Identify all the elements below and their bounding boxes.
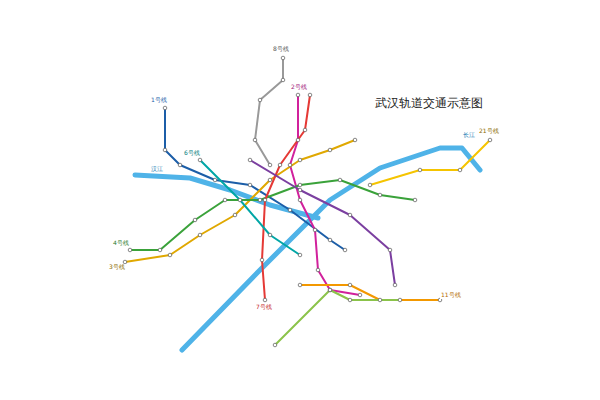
station-dot xyxy=(338,178,342,182)
station-dot xyxy=(328,148,332,152)
station-dot xyxy=(288,208,292,212)
station-dot xyxy=(388,248,392,252)
station-dot xyxy=(263,298,267,302)
line-label: 长江 xyxy=(462,132,476,139)
station-dot xyxy=(281,78,285,82)
station-dot xyxy=(198,233,202,237)
station-dot xyxy=(168,253,172,257)
station-dot xyxy=(296,93,300,97)
metro-line xyxy=(275,290,400,345)
metro-line xyxy=(370,140,490,185)
station-dot xyxy=(488,138,492,142)
station-dot xyxy=(298,183,302,187)
station-dot xyxy=(398,298,402,302)
metro-line xyxy=(165,108,345,250)
station-dot xyxy=(358,293,362,297)
station-dot xyxy=(298,158,302,162)
station-dot xyxy=(353,138,357,142)
station-dot xyxy=(163,106,167,110)
station-dot xyxy=(128,248,132,252)
station-dot xyxy=(418,168,422,172)
station-dot xyxy=(163,148,167,152)
station-dot xyxy=(278,163,282,167)
station-dot xyxy=(348,298,352,302)
station-dot xyxy=(260,258,264,262)
station-dot xyxy=(298,253,302,257)
line-label: 3号线 xyxy=(108,264,126,271)
station-dot xyxy=(393,283,397,287)
line-label: 4号线 xyxy=(112,240,130,247)
line-label: 汉江 xyxy=(150,166,164,173)
line-label: 8号线 xyxy=(272,46,290,53)
station-dot xyxy=(248,183,252,187)
station-dot xyxy=(233,213,237,217)
station-dot xyxy=(258,198,262,202)
line-label: 11号线 xyxy=(440,292,462,299)
line-label: 1号线 xyxy=(150,97,168,104)
line-label: 2号线 xyxy=(290,84,308,91)
metro-line xyxy=(255,58,283,165)
station-dot xyxy=(198,158,202,162)
station-dot xyxy=(268,178,272,182)
station-dot xyxy=(348,283,352,287)
station-dot xyxy=(296,138,300,142)
station-dot xyxy=(348,213,352,217)
station-dot xyxy=(248,158,252,162)
station-dot xyxy=(288,163,292,167)
station-dot xyxy=(328,238,332,242)
line-label: 7号线 xyxy=(255,304,273,311)
station-dot xyxy=(263,198,267,202)
station-dot xyxy=(368,183,372,187)
station-dot xyxy=(298,198,302,202)
station-dot xyxy=(378,193,382,197)
station-dot xyxy=(273,343,277,347)
station-dot xyxy=(313,228,317,232)
station-dot xyxy=(223,198,227,202)
station-dot xyxy=(281,56,285,60)
metro-line xyxy=(130,180,415,250)
station-dot xyxy=(328,288,332,292)
station-dot xyxy=(268,163,272,167)
station-dot xyxy=(178,163,182,167)
station-dot xyxy=(298,188,302,192)
metro-line xyxy=(250,160,395,285)
station-dot xyxy=(213,178,217,182)
station-dot xyxy=(258,98,262,102)
station-dot xyxy=(458,168,462,172)
station-dot xyxy=(343,248,347,252)
metro-line xyxy=(200,160,300,255)
map-title: 武汉轨道交通示意图 xyxy=(375,97,483,110)
station-dot xyxy=(316,268,320,272)
station-dot xyxy=(303,128,307,132)
metro-line xyxy=(262,95,310,300)
river xyxy=(182,148,480,350)
line-label: 21号线 xyxy=(478,128,500,135)
station-dot xyxy=(298,283,302,287)
station-dot xyxy=(158,248,162,252)
station-dot xyxy=(308,93,312,97)
station-dot xyxy=(193,218,197,222)
station-dot xyxy=(238,198,242,202)
metro-line xyxy=(290,95,360,295)
station-dot xyxy=(328,288,332,292)
station-dot xyxy=(378,298,382,302)
station-dot xyxy=(268,233,272,237)
station-dot xyxy=(253,138,257,142)
station-dot xyxy=(413,198,417,202)
station-dot xyxy=(438,298,442,302)
line-label: 6号线 xyxy=(183,150,201,157)
